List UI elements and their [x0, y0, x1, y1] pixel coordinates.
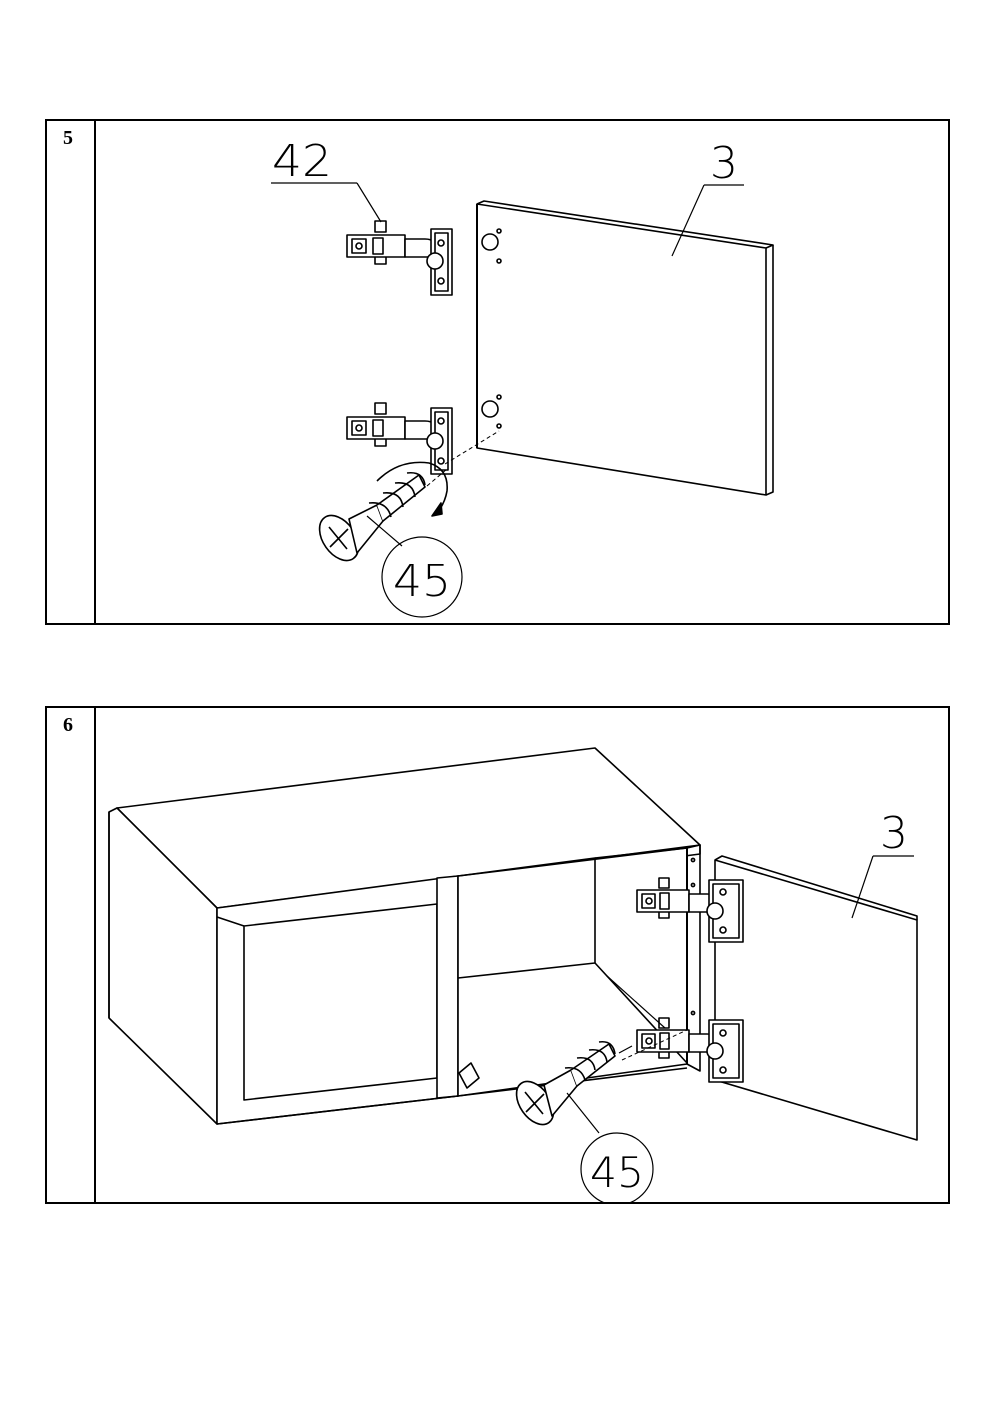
callout-door-3: 3: [710, 138, 738, 189]
step-5-panel: 5: [45, 119, 950, 625]
cabinet: [108, 747, 701, 1125]
screw: [318, 471, 426, 562]
step-number-column: 5: [47, 121, 96, 623]
step-number: 6: [63, 714, 73, 736]
callout-door-3: 3: [880, 808, 908, 859]
step-number-column: 6: [47, 708, 96, 1202]
hinge-upper: [636, 877, 744, 943]
door-panel: [714, 855, 918, 1141]
callout-hinge-42: 42: [272, 136, 332, 187]
hinge-bottom: [346, 402, 453, 475]
hinge-top: [346, 220, 453, 296]
step-6-illustration: 3 45: [108, 747, 918, 1202]
step-6-panel: 6: [45, 706, 950, 1204]
callout-screw-45: 45: [590, 1148, 644, 1197]
step-number: 5: [63, 127, 73, 149]
door-panel: [476, 200, 774, 496]
screw: [515, 1040, 616, 1126]
step-5-illustration: 42 3 45: [271, 136, 774, 618]
rotation-arrow: [376, 461, 448, 517]
callout-screw-45: 45: [393, 556, 451, 607]
